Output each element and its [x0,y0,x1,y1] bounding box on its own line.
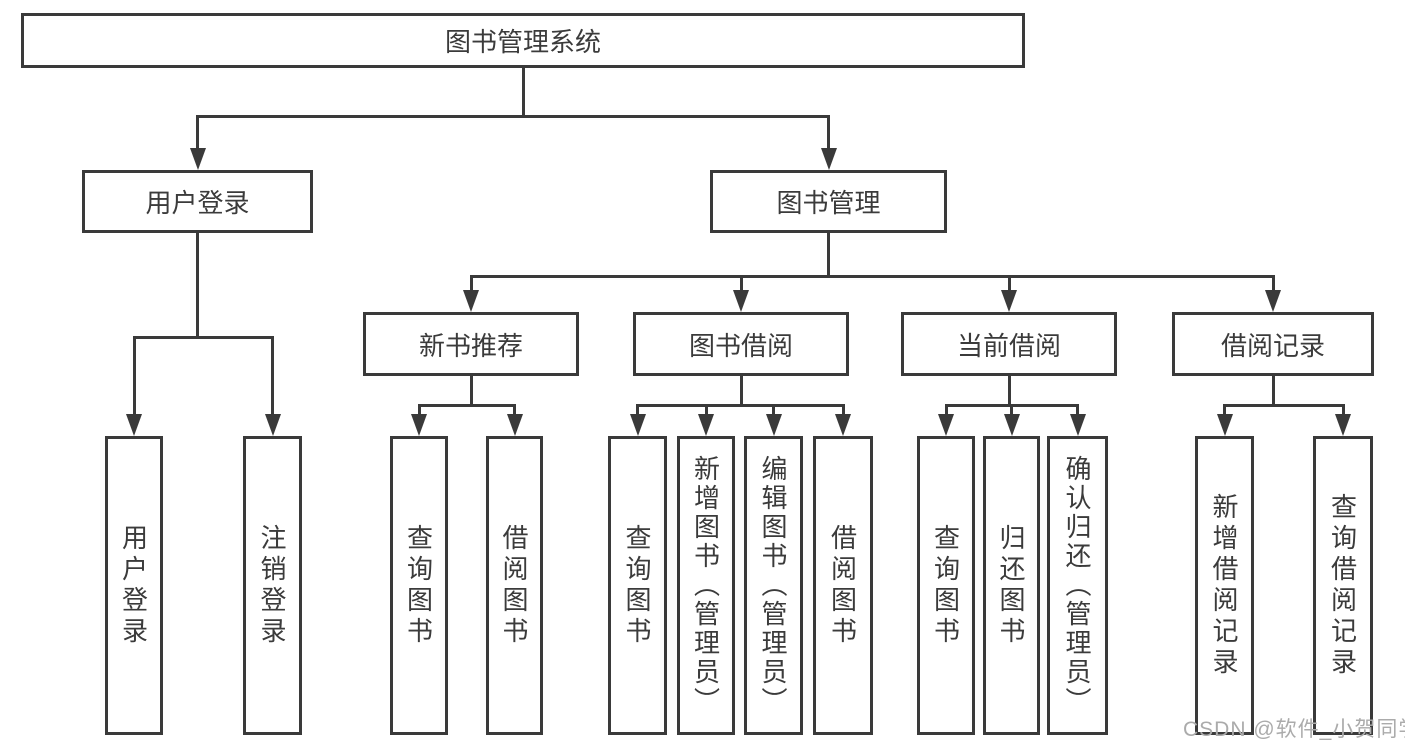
leaf-edit-books-admin: 编辑图书（管理员） [744,436,803,735]
edge-newbook-hline [417,404,516,407]
leaf-add-borrow-record-label: 新增借阅记录 [1209,492,1239,679]
node-book-borrow-label: 图书借阅 [688,330,793,361]
edge-borrowrecord-stub-1 [1223,407,1226,416]
leaf-query-books-1: 查询图书 [390,436,448,735]
arrow-down-icon [938,414,954,436]
arrow-down-icon [1069,414,1086,436]
arrow-down-icon [1265,290,1281,312]
arrow-down-icon [733,290,749,312]
leaf-return-books: 归还图书 [983,436,1040,735]
node-current-borrow: 当前借阅 [901,312,1117,376]
node-borrow-record-label: 借阅记录 [1220,330,1325,361]
edge-borrowrecord-vline [1271,376,1275,404]
leaf-borrow-books-2-label: 借阅图书 [827,523,858,648]
arrow-down-icon [126,414,142,436]
arrow-down-icon [820,148,837,170]
arrow-down-icon [411,414,427,436]
node-new-book-recommend-label: 新书推荐 [418,330,523,361]
leaf-return-books-label: 归还图书 [996,523,1026,648]
leaf-edit-books-admin-label: 编辑图书（管理员） [758,455,788,716]
node-current-borrow-label: 当前借阅 [956,330,1061,361]
edge-bookmgmt-hline [469,275,1275,278]
edge-bookborrow-hline [636,404,845,407]
edge-bookmgmt-stub-3 [1007,278,1011,292]
node-book-management-label: 图书管理 [776,188,881,218]
node-root-label: 图书管理系统 [444,27,601,57]
edge-userlogin-stub-2 [271,339,274,416]
leaf-query-books-3: 查询图书 [917,436,975,735]
edge-bookborrow-stub-3 [772,407,775,416]
edge-borrowrecord-stub-2 [1341,407,1345,416]
leaf-add-books-admin-label: 新增图书（管理员） [690,455,721,716]
node-new-book-recommend: 新书推荐 [363,312,579,376]
edge-currentborrow-stub-1 [944,407,948,416]
leaf-query-books-1-label: 查询图书 [403,523,434,648]
edge-bookborrow-stub-1 [636,407,639,416]
leaf-user-login: 用户登录 [105,436,163,735]
leaf-confirm-return-admin: 确认归还（管理员） [1047,436,1108,735]
edge-bookmgmt-stub-4 [1271,278,1275,292]
arrow-down-icon [264,414,281,436]
edge-root-hline [196,115,830,118]
leaf-query-borrow-record: 查询借阅记录 [1313,436,1373,735]
edge-borrowrecord-hline [1223,404,1345,407]
edge-bookborrow-stub-2 [704,407,708,416]
leaf-borrow-books-1-label: 借阅图书 [499,523,529,648]
arrow-down-icon [189,148,206,170]
edge-currentborrow-hline [944,404,1079,407]
arrow-down-icon [835,414,851,436]
leaf-query-books-3-label: 查询图书 [930,523,961,648]
node-root: 图书管理系统 [21,13,1025,68]
node-book-management: 图书管理 [710,170,947,233]
edge-currentborrow-stub-3 [1076,407,1079,416]
edge-root-vline [521,68,525,115]
arrow-down-icon [506,414,523,436]
leaf-logout-label: 注销登录 [257,523,287,648]
leaf-query-books-2-label: 查询图书 [622,523,652,648]
node-user-login: 用户登录 [82,170,313,233]
node-borrow-record: 借阅记录 [1172,312,1374,376]
arrow-down-icon [629,414,646,436]
csdn-watermark: CSDN @软件_小贺同学 [1183,718,1405,741]
edge-root-stub-book-mgmt [827,118,830,150]
arrow-down-icon [463,290,479,312]
node-book-borrow: 图书借阅 [633,312,849,376]
leaf-borrow-books-2: 借阅图书 [813,436,873,735]
edge-userlogin-stub-1 [132,339,136,416]
node-user-login-label: 用户登录 [145,188,250,218]
edge-newbook-stub-2 [513,407,516,416]
leaf-query-borrow-record-label: 查询借阅记录 [1327,492,1358,679]
leaf-add-borrow-record: 新增借阅记录 [1195,436,1254,735]
arrow-down-icon [1001,290,1017,312]
edge-root-stub-user-login [196,118,199,150]
arrow-down-icon [1003,414,1020,436]
edge-currentborrow-stub-2 [1010,407,1013,416]
leaf-confirm-return-admin-label: 确认归还（管理员） [1062,455,1092,716]
arrow-down-icon [698,414,714,436]
leaf-query-books-2: 查询图书 [608,436,667,735]
edge-newbook-vline [469,376,473,404]
leaf-user-login-label: 用户登录 [118,523,149,648]
edge-bookmgmt-vline [827,233,830,275]
edge-newbook-stub-1 [417,407,421,416]
edge-bookmgmt-stub-2 [739,278,743,292]
edge-bookborrow-vline [739,376,743,404]
edge-userlogin-hline [132,336,274,339]
arrow-down-icon [1216,414,1233,436]
edge-currentborrow-vline [1007,376,1011,404]
leaf-borrow-books-1: 借阅图书 [486,436,543,735]
arrow-down-icon [1335,414,1351,436]
leaf-logout: 注销登录 [243,436,302,735]
edge-bookborrow-stub-4 [841,407,845,416]
leaf-add-books-admin: 新增图书（管理员） [677,436,735,735]
arrow-down-icon [765,414,782,436]
edge-bookmgmt-stub-1 [469,278,473,292]
edge-userlogin-vline [196,233,199,336]
